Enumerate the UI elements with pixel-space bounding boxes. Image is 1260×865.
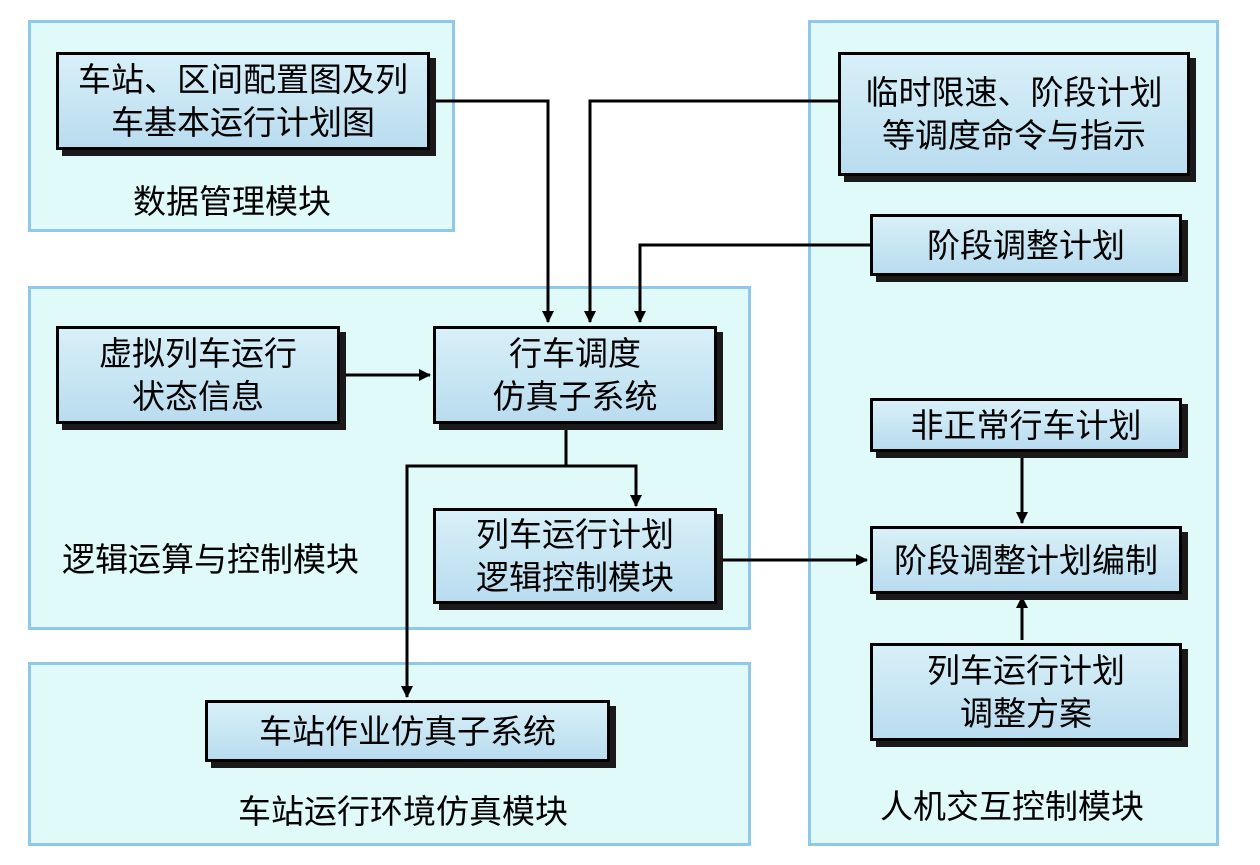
arrow-speedlimit-to-dispatch (584, 99, 838, 323)
node-dispatch-simulation: 行车调度 仿真子系统 (433, 326, 717, 424)
node-logic-control-module: 列车运行计划 逻辑控制模块 (433, 508, 717, 604)
label-human-machine: 人机交互控制模块 (880, 787, 1144, 826)
label-data-management: 数据管理模块 (133, 182, 331, 221)
node-abnormal-plan: 非正常行车计划 (870, 398, 1182, 452)
label-station-environment: 车站运行环境仿真模块 (238, 792, 568, 831)
node-adjust-scheme: 列车运行计划 调整方案 (870, 643, 1182, 741)
label-logic-control: 逻辑运算与控制模块 (62, 540, 359, 579)
arrow-dispatch-to-stationops (401, 464, 566, 698)
arrow-dispatch-to-logic (564, 427, 642, 507)
node-station-ops-simulation: 车站作业仿真子系统 (205, 700, 610, 762)
node-stage-plan-compile: 阶段调整计划编制 (870, 526, 1182, 594)
node-temporary-speed-limit: 临时限速、阶段计划 等调度命令与指示 (838, 52, 1190, 176)
node-station-layout-plan: 车站、区间配置图及列 车基本运行计划图 (56, 52, 430, 150)
node-stage-adjust-plan: 阶段调整计划 (870, 214, 1182, 276)
node-virtual-train-status: 虚拟列车运行 状态信息 (56, 326, 340, 424)
arrow-stageplan-to-dispatch (634, 243, 870, 323)
arrow-layout-to-dispatch (430, 99, 554, 323)
